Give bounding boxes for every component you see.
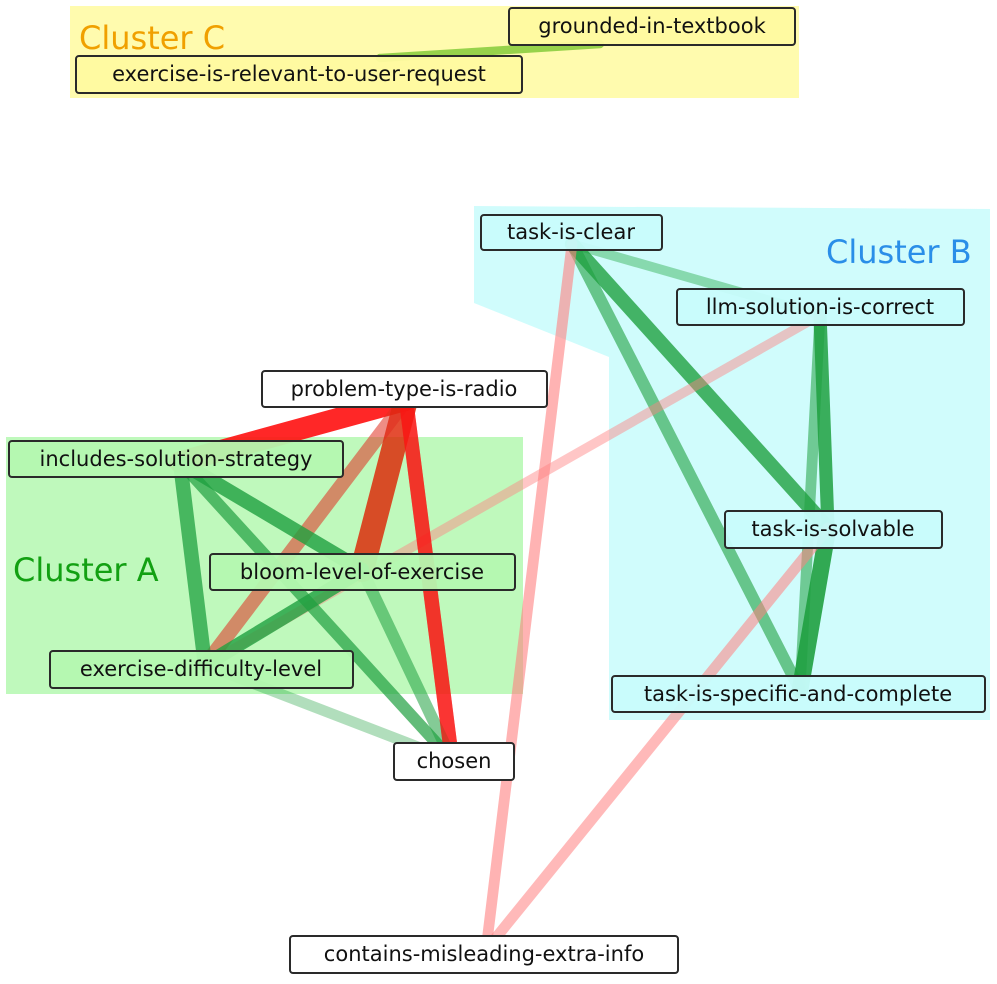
node-grounded-in-textbook[interactable]: grounded-in-textbook	[508, 7, 796, 46]
node-label: exercise-difficulty-level	[80, 657, 322, 681]
node-includes-solution-strategy[interactable]: includes-solution-strategy	[8, 440, 344, 478]
node-label: problem-type-is-radio	[291, 377, 518, 401]
node-chosen[interactable]: chosen	[393, 742, 515, 781]
node-label: bloom-level-of-exercise	[240, 560, 484, 584]
node-label: grounded-in-textbook	[538, 14, 766, 38]
node-exercise-is-relevant-to-user-request[interactable]: exercise-is-relevant-to-user-request	[75, 55, 523, 94]
node-contains-misleading-extra-info[interactable]: contains-misleading-extra-info	[289, 935, 679, 974]
node-problem-type-is-radio[interactable]: problem-type-is-radio	[261, 370, 548, 408]
node-label: task-is-specific-and-complete	[644, 682, 952, 706]
node-exercise-difficulty-level[interactable]: exercise-difficulty-level	[49, 650, 354, 689]
edge-bloom-chosen	[356, 564, 458, 766]
edge-solvable-specific	[791, 519, 837, 699]
edge-clear-solvable	[564, 236, 836, 536]
edge-strategy-difficulty	[172, 454, 213, 673]
node-task-is-specific-and-complete[interactable]: task-is-specific-and-complete	[611, 675, 986, 713]
node-label: exercise-is-relevant-to-user-request	[112, 62, 486, 86]
cluster-backgrounds	[6, 6, 990, 720]
node-label: task-is-clear	[507, 220, 635, 244]
edge-radio-bloom	[350, 388, 418, 582]
edges	[169, 39, 837, 956]
edge-clear-misleading	[480, 238, 578, 956]
cluster-a-label: Cluster A	[13, 551, 159, 589]
node-llm-solution-is-correct[interactable]: llm-solution-is-correct	[676, 288, 965, 326]
cluster-b-label: Cluster B	[826, 233, 972, 271]
node-bloom-level-of-exercise[interactable]: bloom-level-of-exercise	[209, 553, 516, 591]
edge-solvable-misleading	[480, 522, 834, 956]
node-label: task-is-solvable	[751, 517, 914, 541]
node-task-is-clear[interactable]: task-is-clear	[480, 214, 663, 251]
nodes: grounded-in-textbook exercise-is-relevan…	[8, 7, 986, 974]
cluster-b-region	[474, 206, 990, 720]
node-task-is-solvable[interactable]: task-is-solvable	[724, 510, 943, 549]
edge-strategy-bloom	[172, 454, 370, 578]
node-label: includes-solution-strategy	[40, 447, 313, 471]
cluster-c-label: Cluster C	[79, 19, 225, 57]
cluster-labels: Cluster C Cluster B Cluster A	[13, 19, 972, 589]
node-label: contains-misleading-extra-info	[324, 942, 644, 966]
edge-strategy-chosen	[174, 456, 458, 766]
node-label: llm-solution-is-correct	[706, 295, 934, 319]
node-label: chosen	[417, 749, 492, 773]
